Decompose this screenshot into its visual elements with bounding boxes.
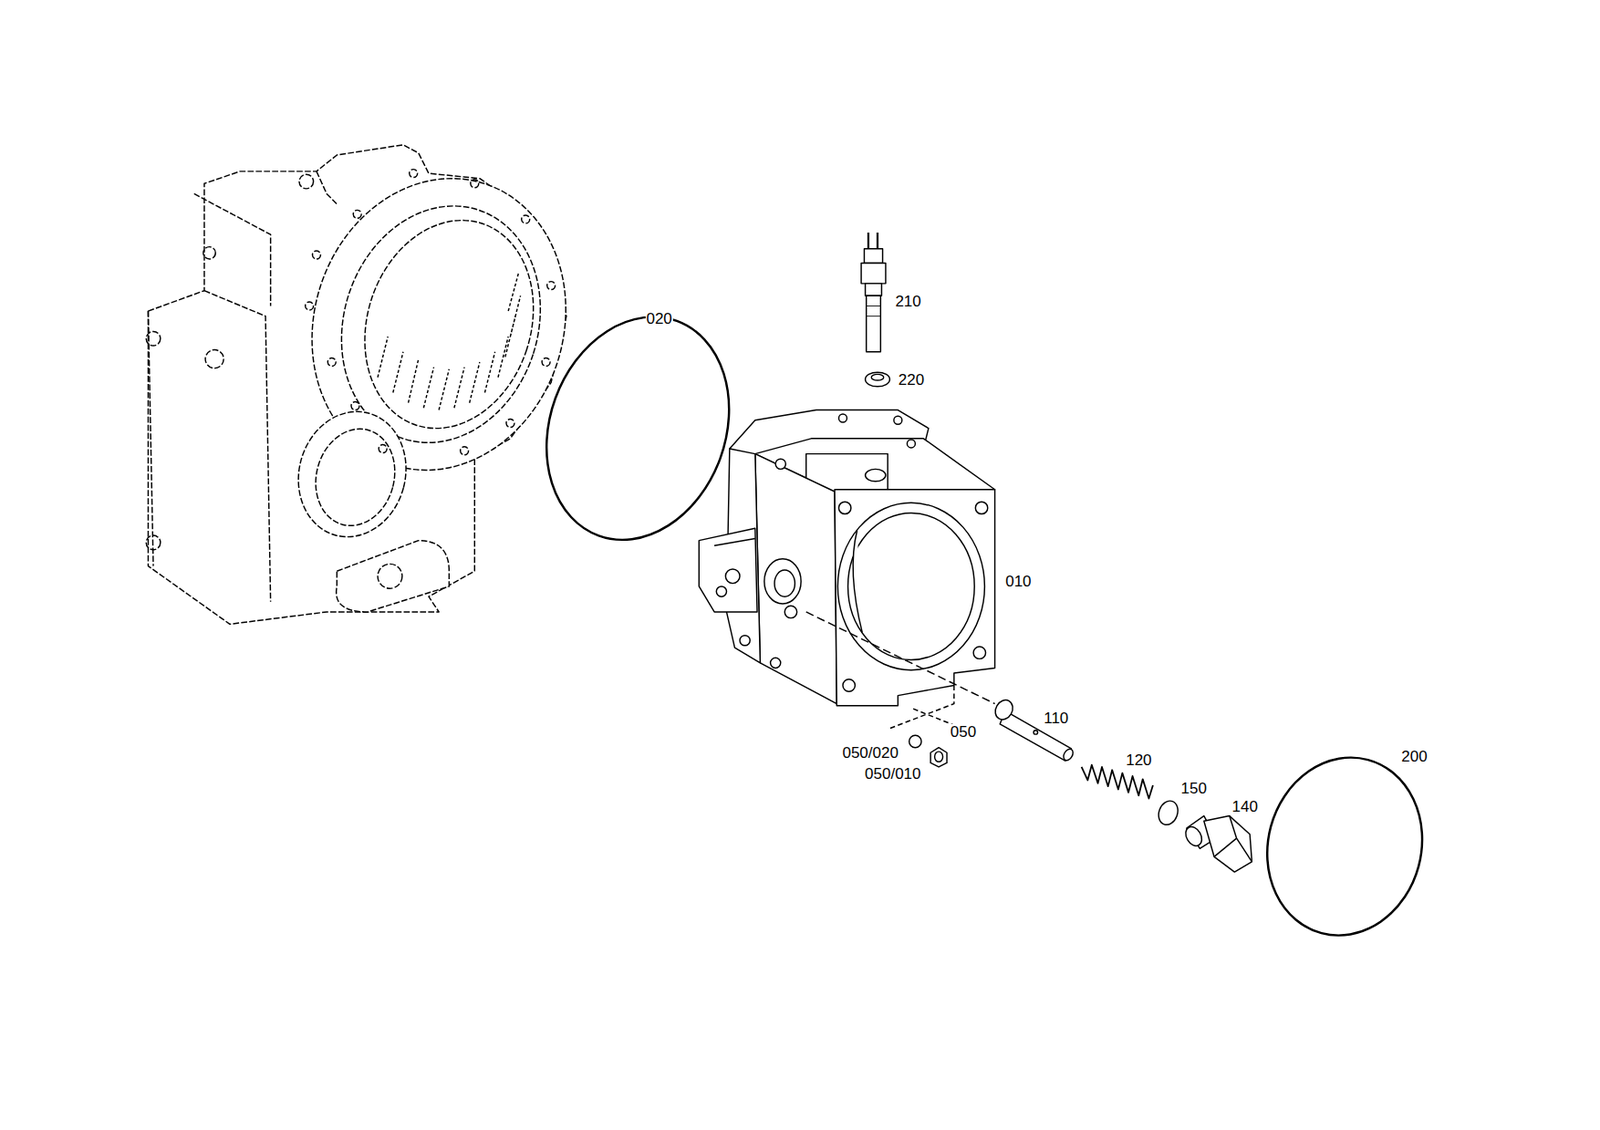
o-ring bbox=[1247, 739, 1443, 954]
callout-number: 020 bbox=[644, 311, 673, 329]
seal-ring bbox=[909, 735, 922, 748]
o-ring bbox=[1155, 798, 1182, 828]
callout-number: 200 bbox=[1400, 748, 1428, 767]
callout-number: 110 bbox=[1042, 709, 1070, 728]
piston bbox=[991, 696, 1075, 762]
callout-number: 140 bbox=[1231, 798, 1259, 816]
callout-number: 120 bbox=[1124, 752, 1153, 770]
spring bbox=[1081, 765, 1154, 800]
callout-number: 050 bbox=[949, 724, 977, 742]
pump-housing bbox=[698, 410, 995, 707]
gearbox-housing bbox=[145, 145, 603, 625]
callout-number: 050/010 bbox=[863, 766, 922, 784]
callout-number: 220 bbox=[897, 372, 925, 390]
o-ring bbox=[516, 290, 759, 566]
callout-number: 010 bbox=[1004, 572, 1032, 591]
callout-number: 210 bbox=[893, 293, 922, 312]
callout-number: 050/020 bbox=[841, 744, 899, 762]
screw-plug bbox=[1182, 816, 1252, 873]
callout-number: 150 bbox=[1180, 779, 1208, 798]
screw-plug bbox=[930, 748, 947, 768]
washer bbox=[865, 372, 891, 387]
sensor bbox=[861, 232, 886, 353]
